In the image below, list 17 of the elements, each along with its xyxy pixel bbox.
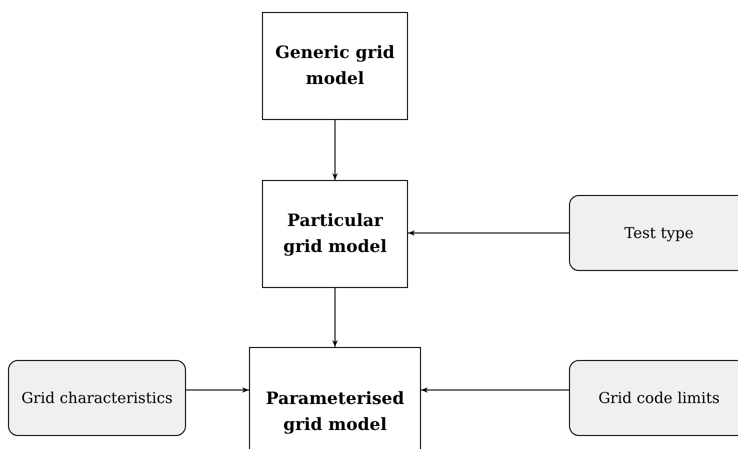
box-label: Grid characteristics: [21, 388, 173, 409]
process-box: [262, 12, 408, 120]
box-label: Particular grid model: [282, 210, 388, 259]
arrow: [186, 387, 250, 393]
arrow: [332, 288, 338, 348]
box-label: Parameterised grid model: [264, 388, 406, 437]
arrow: [408, 230, 570, 236]
box-label: Grid code limits: [598, 388, 720, 409]
arrow: [420, 387, 570, 393]
arrow: [332, 120, 338, 180]
process-box: [262, 180, 408, 288]
input-box: [569, 360, 738, 436]
box-label: Test type: [624, 222, 694, 244]
input-box: [8, 360, 186, 436]
input-box: [569, 195, 738, 271]
box-label: Generic grid model: [275, 42, 395, 91]
process-box: [249, 347, 421, 449]
